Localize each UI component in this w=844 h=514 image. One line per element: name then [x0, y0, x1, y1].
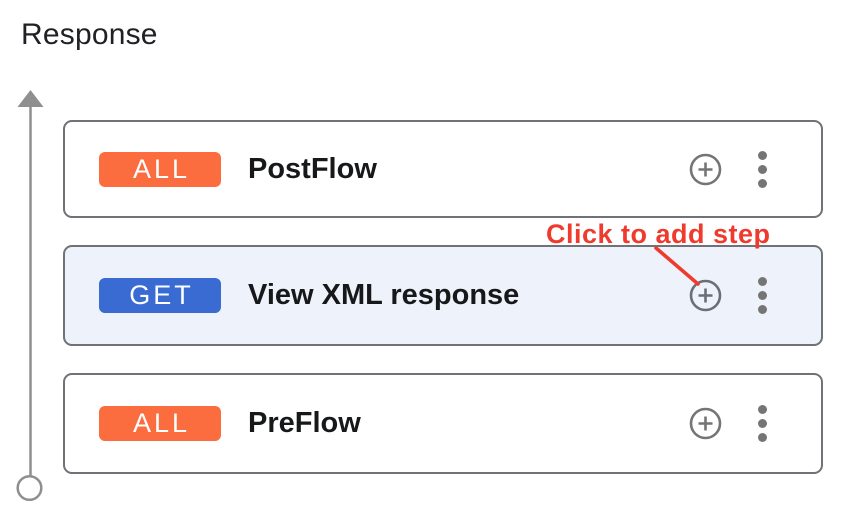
add-step-button[interactable] [689, 153, 722, 186]
flow-card-preflow[interactable]: ALL PreFlow [63, 373, 823, 474]
method-badge: GET [99, 278, 221, 313]
flow-card-view-xml-response[interactable]: GET View XML response [63, 245, 823, 346]
method-badge: ALL [99, 151, 221, 187]
arrowhead-up-icon [17, 90, 44, 107]
kebab-menu-icon [757, 405, 767, 414]
add-step-button[interactable] [689, 279, 722, 312]
kebab-menu-icon [757, 419, 767, 428]
flow-card-title: View XML response [248, 279, 520, 311]
kebab-menu-icon [757, 291, 767, 300]
flow-card-title: PreFlow [248, 407, 361, 439]
add-step-button[interactable] [689, 407, 722, 440]
kebab-menu-icon [757, 433, 767, 442]
method-badge: ALL [99, 406, 221, 441]
plus-circle-icon [689, 153, 722, 186]
flow-card-postflow[interactable]: ALL PostFlow [63, 120, 823, 218]
kebab-menu-icon [757, 150, 767, 160]
kebab-menu-icon [757, 277, 767, 286]
kebab-menu-icon [757, 305, 767, 314]
page-title: Response [21, 18, 158, 51]
more-options-button[interactable] [757, 150, 767, 188]
more-options-button[interactable] [757, 405, 767, 442]
kebab-menu-icon [757, 164, 767, 174]
plus-circle-icon [689, 407, 722, 440]
flow-start-circle-icon [16, 474, 43, 502]
flow-card-title: PostFlow [248, 152, 377, 185]
more-options-button[interactable] [757, 277, 767, 314]
annotation-click-to-add-step: Click to add step [546, 219, 771, 249]
plus-circle-icon [689, 279, 722, 312]
flow-direction-arrow [16, 90, 44, 502]
kebab-menu-icon [757, 178, 767, 188]
